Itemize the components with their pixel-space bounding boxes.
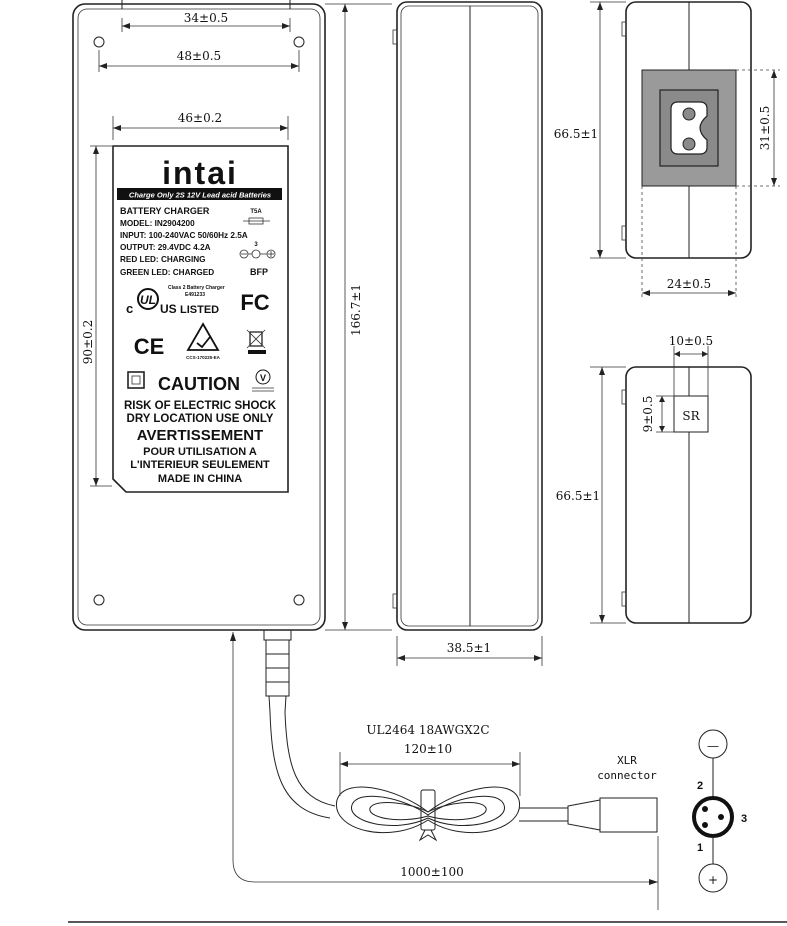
bfp-text: BFP [250, 267, 268, 277]
rcm-code: CCS-170225-EA [186, 355, 221, 360]
pin-1-label: 1 [697, 842, 703, 854]
dim-end-height-bottom: 66.5±1 [556, 489, 600, 503]
sr-label: SR [682, 409, 700, 423]
fcc-mark: FC [240, 290, 269, 315]
efficiency-mark: V [260, 373, 266, 383]
warning-line-2: DRY LOCATION USE ONLY [127, 413, 274, 425]
spec-line-3: INPUT: 100-240VAC 50/60Hz 2.5A [120, 231, 248, 240]
double-insulation-inner [131, 375, 141, 385]
dim-line-cable-total [232, 632, 658, 883]
xlr-pin-3 [718, 814, 724, 820]
brand-logo: intai [162, 155, 238, 191]
ul-listed-mark: UL [137, 288, 159, 310]
dim-arrows [230, 632, 658, 885]
side-clip-bottom [392, 593, 398, 609]
xlr-caption-line1: XLR [617, 754, 637, 767]
spec-line-2: MODEL: IN2904200 [120, 219, 195, 228]
dim-cable-coil: 120±10 [404, 742, 452, 756]
dim-end-height-top: 66.5±1 [554, 127, 598, 141]
spec-line-6: GREEN LED: CHARGED [120, 268, 214, 277]
cable-coil [336, 786, 520, 842]
minus-symbol: — [707, 739, 719, 753]
ce-mark: CE [134, 334, 165, 359]
dim-cable-total: 1000±100 [400, 865, 464, 879]
dim-label-height: 90±0.2 [81, 320, 95, 364]
ul-c: c [126, 301, 133, 316]
made-in-text: MADE IN CHINA [158, 473, 242, 485]
dim-sr-width: 10±0.5 [669, 334, 713, 348]
dim-body-depth: 38.5±1 [447, 641, 491, 655]
tagline: Charge Only 2S 12V Lead acid Batteries [129, 191, 271, 200]
fuse-icon [243, 217, 270, 225]
plus-symbol: + [708, 873, 718, 887]
screw-hole-top-left [93, 36, 105, 48]
xlr-plug-body [599, 797, 658, 833]
pin-3-label: 3 [741, 813, 747, 825]
cable-spec: UL2464 18AWGX2C [366, 723, 489, 737]
weee-bin-icon [246, 329, 266, 354]
spec-line-1: BATTERY CHARGER [120, 206, 210, 216]
ul-note-1: Class 2 Battery Charger [168, 285, 225, 291]
side-view: 38.5±1 [392, 1, 543, 666]
side-clip-top [392, 29, 398, 45]
warning-line-1: RISK OF ELECTRIC SHOCK [124, 400, 277, 412]
caution-text: CAUTION [158, 374, 240, 394]
screw-hole-bottom-right [293, 594, 305, 606]
side-body-outline [396, 1, 543, 631]
dim-socket-width: 24±0.5 [667, 277, 711, 291]
product-label: intai Charge Only 2S 12V Lead acid Batte… [112, 145, 289, 493]
end-clip [621, 225, 627, 241]
polarity-number: 3 [254, 242, 258, 248]
front-body-outline [72, 3, 326, 631]
end-clip [621, 389, 627, 405]
plus-terminal-icon [698, 863, 728, 893]
strain-relief [263, 629, 292, 713]
label-outline [112, 145, 289, 493]
ul-note-2: E491233 [185, 292, 205, 298]
dim-label-width: 46±0.2 [178, 111, 222, 125]
front-view: 34±0.5 48±0.5 46±0.2 90±0.2 intai Charge… [72, 0, 659, 910]
pin-2-label: 2 [697, 780, 703, 792]
socket-pin-top [682, 107, 696, 121]
front-body-inner-outline [77, 8, 321, 626]
avertissement-text: AVERTISSEMENT [137, 427, 263, 444]
ul-us: US [160, 302, 177, 316]
xlr-boot [567, 799, 601, 831]
tagline-bar [117, 188, 282, 200]
dim-socket-height: 31±0.5 [758, 106, 772, 150]
fuse-rating: T5A [250, 209, 262, 215]
ul-mark-text: UL [140, 293, 156, 307]
french-line-2: L'INTERIEUR SEULEMENT [130, 459, 270, 471]
spec-line-5: RED LED: CHARGING [120, 255, 206, 264]
dim-sr-height: 9±0.5 [641, 396, 655, 433]
xlr-pinout: — 2 3 1 + [692, 729, 747, 893]
end-view-input: 66.5±1 31±0.5 24±0.5 [554, 1, 780, 300]
socket-pin-bottom [682, 137, 696, 151]
cable-outer-b [284, 711, 336, 807]
xlr-pin-2 [702, 806, 708, 812]
double-insulation-icon [127, 371, 145, 389]
xlr-pin-1 [702, 822, 708, 828]
french-line-1: POUR UTILISATION A [143, 446, 257, 458]
end-clip [621, 21, 627, 37]
end-clip [621, 591, 627, 607]
xlr-caption-line2: connector [597, 769, 657, 782]
sr-box [673, 395, 709, 433]
spec-line-4: OUTPUT: 29.4VDC 4.2A [120, 243, 211, 252]
screw-hole-top-right [293, 36, 305, 48]
polarity-icon [239, 249, 276, 259]
body-length-dimension: 166.7±1 [325, 3, 392, 631]
dim-hole-spacing: 48±0.5 [177, 49, 221, 63]
cable-outer-a [269, 711, 331, 819]
dim-top-width: 34±0.5 [184, 11, 228, 25]
screw-hole-bottom-left [93, 594, 105, 606]
xlr-face-icon [692, 796, 734, 838]
dim-body-length: 166.7±1 [349, 284, 363, 336]
efficiency-mark-icon [252, 369, 274, 392]
end-view-output: SR 10±0.5 9±0.5 66.5±1 [556, 334, 752, 624]
ul-listed: LISTED [180, 304, 219, 316]
rcm-mark-icon [186, 322, 220, 351]
c8-socket-icon [670, 101, 708, 155]
